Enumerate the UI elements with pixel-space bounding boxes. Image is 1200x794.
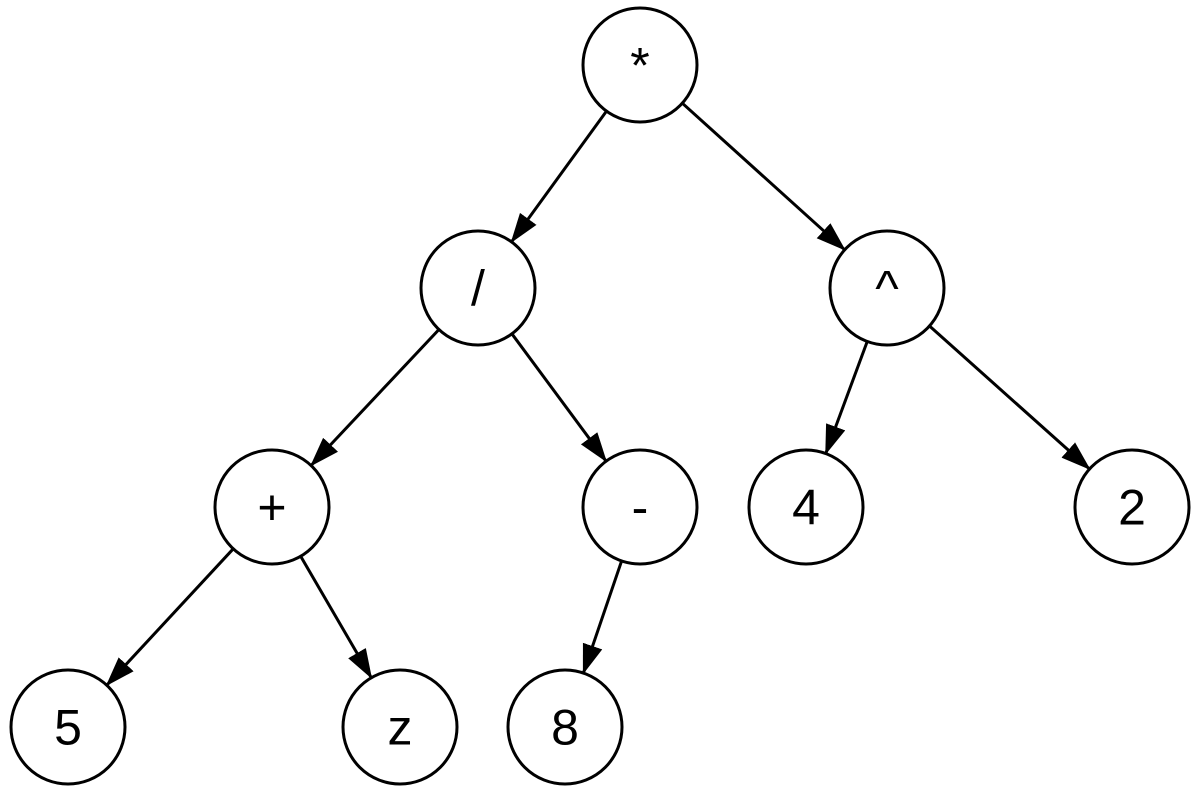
node-circle-four [747, 448, 865, 566]
node-circle-plus [213, 448, 331, 566]
tree-node-eight: 8 [506, 668, 624, 786]
tree-edge-plus-to-zvar [299, 555, 373, 680]
node-label-zvar: z [388, 700, 413, 756]
node-circle-div [419, 229, 537, 347]
node-label-eight: 8 [551, 700, 579, 756]
tree-node-div: / [419, 229, 537, 347]
tree-edge-minus-to-eight [581, 560, 624, 675]
node-circle-minus [581, 448, 699, 566]
node-label-minus: - [632, 480, 649, 536]
tree-node-pow: ^ [828, 229, 946, 347]
tree-edge-div-to-plus [309, 328, 441, 467]
tree-node-mul: * [581, 6, 699, 124]
node-circle-mul [581, 6, 699, 124]
tree-node-plus: + [213, 448, 331, 566]
node-label-div: / [471, 261, 485, 317]
node-circle-zvar [341, 668, 459, 786]
node-label-four: 4 [792, 480, 820, 536]
tree-node-five: 5 [9, 668, 127, 786]
node-circle-eight [506, 668, 624, 786]
tree-edge-pow-to-two [928, 324, 1091, 471]
node-circle-five [9, 668, 127, 786]
node-label-two: 2 [1118, 480, 1146, 536]
node-circle-pow [828, 229, 946, 347]
tree-edge-plus-to-five [105, 547, 235, 687]
node-label-plus: + [257, 480, 286, 536]
tree-node-two: 2 [1073, 448, 1191, 566]
tree-edge-mul-to-pow [681, 102, 846, 251]
tree-node-zvar: z [341, 668, 459, 786]
node-circle-two [1073, 448, 1191, 566]
tree-edge-mul-to-div [510, 110, 608, 244]
node-label-five: 5 [54, 700, 82, 756]
node-label-mul: * [630, 38, 649, 94]
tree-edge-pow-to-four [824, 340, 869, 455]
tree-node-minus: - [581, 448, 699, 566]
tree-node-four: 4 [747, 448, 865, 566]
node-label-pow: ^ [875, 261, 899, 317]
tree-edge-div-to-minus [510, 332, 608, 463]
